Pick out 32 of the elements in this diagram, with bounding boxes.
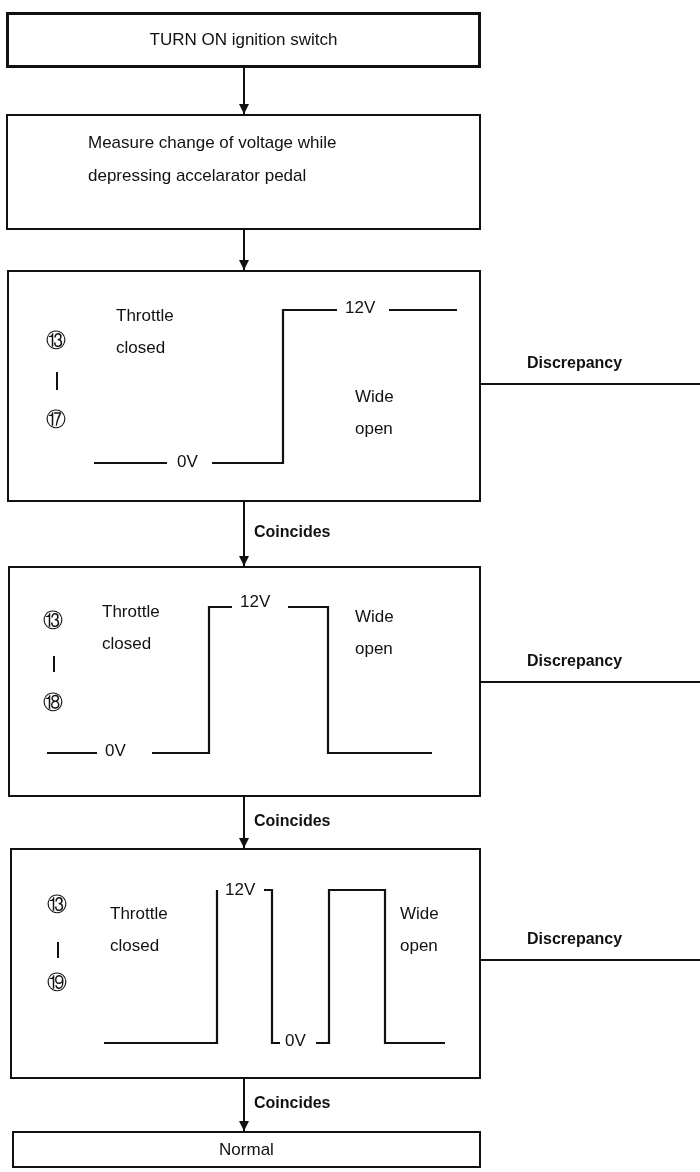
process-box [7,270,481,502]
waveform-label: Throttle closed [110,903,169,957]
waveform-label: Wide open [400,903,440,957]
waveform-label: Wide open [355,606,395,660]
terminal-number: ⑱ [43,692,63,712]
arrow [239,796,249,849]
process-box [12,1131,481,1168]
connector-line [480,681,700,683]
process-box [6,114,481,230]
terminal-number: ⑲ [47,972,67,992]
process-box [6,12,481,68]
edge-label: Discrepancy [525,652,625,670]
arrow [239,67,249,115]
step-text: TURN ON ignition switch [149,29,338,51]
process-box [10,848,481,1079]
connector-line [480,383,700,385]
step-text: Normal [219,1139,274,1161]
terminal-number: ⑰ [46,409,66,429]
connector-line [480,959,700,961]
arrow [239,1078,249,1132]
waveform-label: Wide open [355,386,395,440]
terminal-number: ⑬ [46,330,66,350]
terminal-number: ⑬ [47,894,67,914]
edge-label: Discrepancy [525,354,625,372]
edge-label: Discrepancy [525,930,625,948]
waveform-label: Throttle closed [116,305,175,359]
waveform-label: Throttle closed [102,601,161,655]
arrow [239,501,249,567]
step-text: Measure change of voltage while depressing accelarator pedal [88,132,338,187]
terminal-number: ⑬ [43,610,63,630]
arrow [239,229,249,271]
process-box [8,566,481,797]
